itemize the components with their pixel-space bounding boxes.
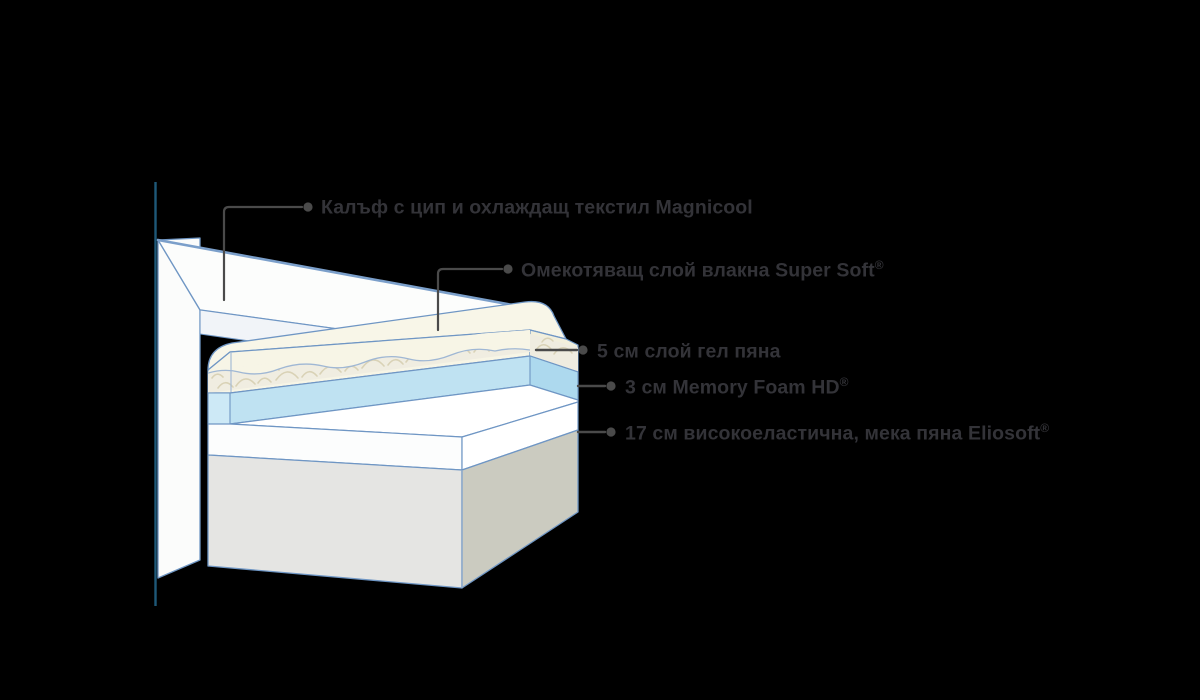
leader-dot-gel <box>578 345 588 355</box>
leader-line-supersoft <box>436 264 513 332</box>
leader-dot-supersoft <box>503 264 513 274</box>
leader-line-gel <box>534 345 588 355</box>
leader-dot-eliosoft <box>606 427 616 437</box>
callout-label-cover: Калъф с цип и охлаждащ текстил Magnicool <box>321 196 753 218</box>
leader-dot-memory <box>606 381 616 391</box>
gel-layer-left-return <box>207 392 231 425</box>
leader-line-eliosoft <box>576 427 616 437</box>
callout-text-memory: 3 см Memory Foam HD <box>625 376 840 399</box>
callout-label-gel: 5 см слой гел пяна <box>597 340 781 362</box>
cover-flap-panel <box>157 237 201 579</box>
supersoft-fibre-texture-right <box>530 334 578 372</box>
supersoft-top-face <box>207 300 567 371</box>
leader-line-memory <box>576 381 616 391</box>
callout-reg-supersoft: ® <box>874 258 884 272</box>
leader-dot-cover <box>303 202 313 212</box>
callout-label-memory: 3 см Memory Foam HD® <box>625 376 849 398</box>
callout-reg-eliosoft: ® <box>1040 421 1050 435</box>
callout-text-gel: 5 см слой гел пяна <box>597 340 781 363</box>
callout-text-supersoft: Омекотяващ слой влакна Super Soft <box>521 259 875 282</box>
leader-line-cover <box>222 202 313 302</box>
supersoft-fibre-texture <box>208 330 530 393</box>
callout-label-eliosoft: 17 см високоеластична, мека пяна Eliosof… <box>625 422 1049 444</box>
callout-text-eliosoft: 17 см високоеластична, мека пяна Eliosof… <box>625 422 1041 445</box>
callout-label-supersoft: Омекотяващ слой влакна Super Soft® <box>521 259 884 281</box>
callout-text-cover: Калъф с цип и охлаждащ текстил Magnicool <box>321 196 753 219</box>
callout-reg-memory: ® <box>839 375 849 389</box>
eliosoft-base-front-face <box>207 454 463 589</box>
cover-top-edge-highlight <box>156 238 542 312</box>
